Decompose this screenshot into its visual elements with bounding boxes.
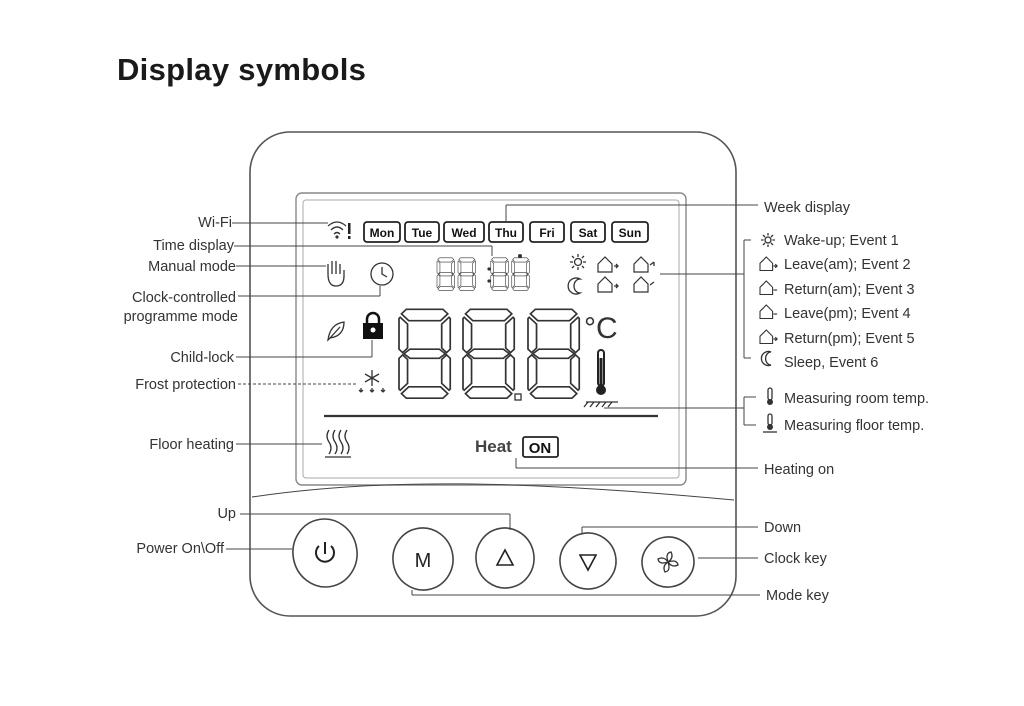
- label-time-display: Time display: [153, 238, 235, 254]
- decimal-point: [514, 393, 522, 401]
- label-mode-key: Mode key: [766, 588, 830, 604]
- sun-icon: [761, 233, 775, 247]
- day-sun: Sun: [619, 226, 642, 240]
- page-title: Display symbols: [117, 52, 367, 87]
- sun-icon: [570, 254, 586, 270]
- house-icon: [759, 256, 778, 272]
- mode-button-label: M: [415, 550, 432, 572]
- floor-heating-icon: [325, 429, 351, 458]
- label-manual-mode: Manual mode: [148, 259, 236, 275]
- heat-label: Heat: [475, 437, 512, 456]
- celsius-unit: °C: [584, 312, 618, 345]
- leaf-icon: [327, 321, 345, 342]
- snowflake-icon: [358, 370, 386, 393]
- label-power: Power On\Off: [136, 541, 225, 557]
- label-week-display: Week display: [764, 200, 851, 216]
- lcd-screen: [302, 199, 680, 479]
- label-wake-up: Wake-up; Event 1: [784, 233, 899, 249]
- label-down: Down: [764, 520, 801, 536]
- down-button[interactable]: [556, 529, 621, 594]
- thermometer-icon: [767, 387, 773, 405]
- up-button[interactable]: [471, 523, 539, 592]
- day-fri: Fri: [539, 226, 554, 240]
- label-child-lock: Child-lock: [170, 350, 234, 366]
- label-return-pm: Return(pm); Event 5: [784, 331, 915, 347]
- lock-icon: [363, 311, 383, 339]
- label-floor-temp: Measuring floor temp.: [784, 418, 924, 434]
- house-icon: [597, 256, 655, 293]
- day-mon: Mon: [370, 226, 395, 240]
- house-icon: [759, 329, 778, 345]
- on-label: ON: [529, 440, 552, 457]
- wifi-icon: [327, 221, 351, 239]
- label-frost-protection: Frost protection: [135, 377, 236, 393]
- panel-divider: [251, 483, 735, 501]
- moon-icon: [567, 277, 581, 295]
- label-floor-heating: Floor heating: [149, 437, 234, 453]
- mode-button[interactable]: M: [388, 523, 458, 594]
- house-icon: [759, 280, 778, 296]
- day-wed: Wed: [451, 226, 476, 240]
- label-room-temp: Measuring room temp.: [784, 391, 929, 407]
- hand-icon: [327, 261, 345, 287]
- label-heating-on: Heating on: [764, 462, 834, 478]
- power-icon: [315, 542, 335, 563]
- day-boxes: Mon Tue Wed Thu Fri Sat Sun: [363, 221, 649, 243]
- leader-lines: [226, 204, 760, 596]
- label-programme-mode: programme mode: [124, 309, 238, 325]
- day-thu: Thu: [495, 226, 517, 240]
- label-leave-am: Leave(am); Event 2: [784, 257, 911, 273]
- down-arrow-icon: [578, 554, 598, 572]
- clock-key-button[interactable]: [638, 533, 698, 591]
- thermometer-icon: [583, 349, 618, 408]
- label-up: Up: [217, 506, 236, 522]
- up-arrow-icon: [495, 548, 515, 566]
- house-icon: [759, 304, 778, 320]
- label-clock-controlled: Clock-controlled: [132, 290, 236, 306]
- label-clock-key: Clock key: [764, 551, 828, 567]
- label-wifi: Wi-Fi: [198, 215, 232, 231]
- label-sleep: Sleep, Event 6: [784, 355, 878, 371]
- fan-icon: [657, 551, 679, 573]
- day-tue: Tue: [412, 226, 433, 240]
- label-leave-pm: Leave(pm); Event 4: [784, 306, 911, 322]
- label-return-am: Return(am); Event 3: [784, 282, 915, 298]
- day-sat: Sat: [579, 226, 598, 240]
- power-button[interactable]: [288, 514, 363, 592]
- moon-icon: [760, 350, 772, 367]
- clock-icon: [370, 262, 394, 286]
- thermometer-icon: [763, 413, 777, 433]
